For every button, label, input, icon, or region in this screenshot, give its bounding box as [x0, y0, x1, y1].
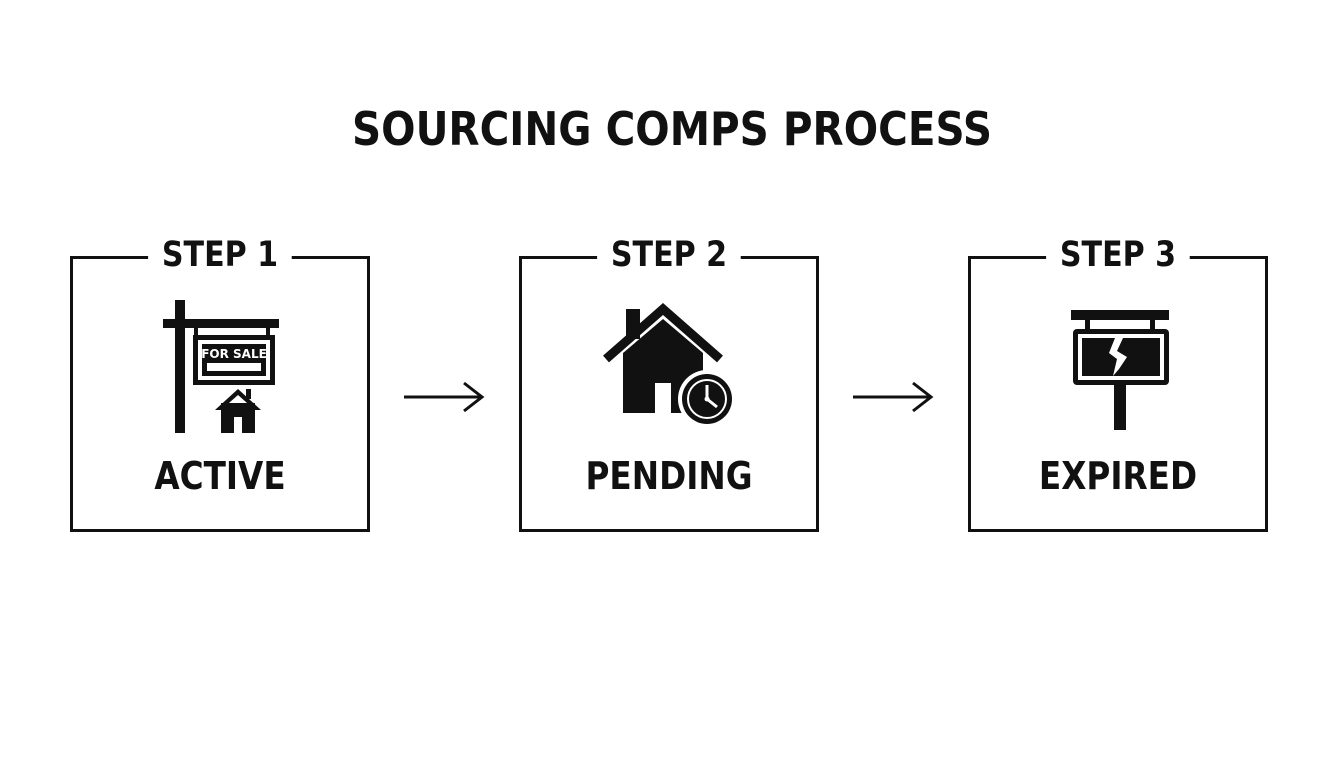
broken-sign-icon — [1071, 310, 1169, 430]
arrow-right-icon — [853, 381, 934, 413]
step-3-box: STEP 3 EXPIRED — [968, 227, 1268, 532]
step-1-name: ACTIVE — [154, 454, 286, 498]
diagram-title: SOURCING COMPS PROCESS — [351, 102, 992, 156]
step-1-box: STEP 1 FOR SALE ACTIVE — [70, 227, 370, 532]
arrow-right-icon — [404, 381, 485, 413]
step-3-name: EXPIRED — [1038, 454, 1198, 498]
step-1-label: STEP 1 — [148, 227, 292, 283]
step-2-box: STEP 2 PENDING — [519, 227, 819, 532]
for-sale-sign-text: FOR SALE — [201, 347, 267, 361]
step-2-label: STEP 2 — [597, 227, 741, 283]
for-sale-sign-icon: FOR SALE — [163, 300, 279, 433]
house-clock-icon — [603, 303, 736, 428]
step-2-name: PENDING — [585, 454, 753, 498]
step-3-label: STEP 3 — [1046, 227, 1190, 283]
